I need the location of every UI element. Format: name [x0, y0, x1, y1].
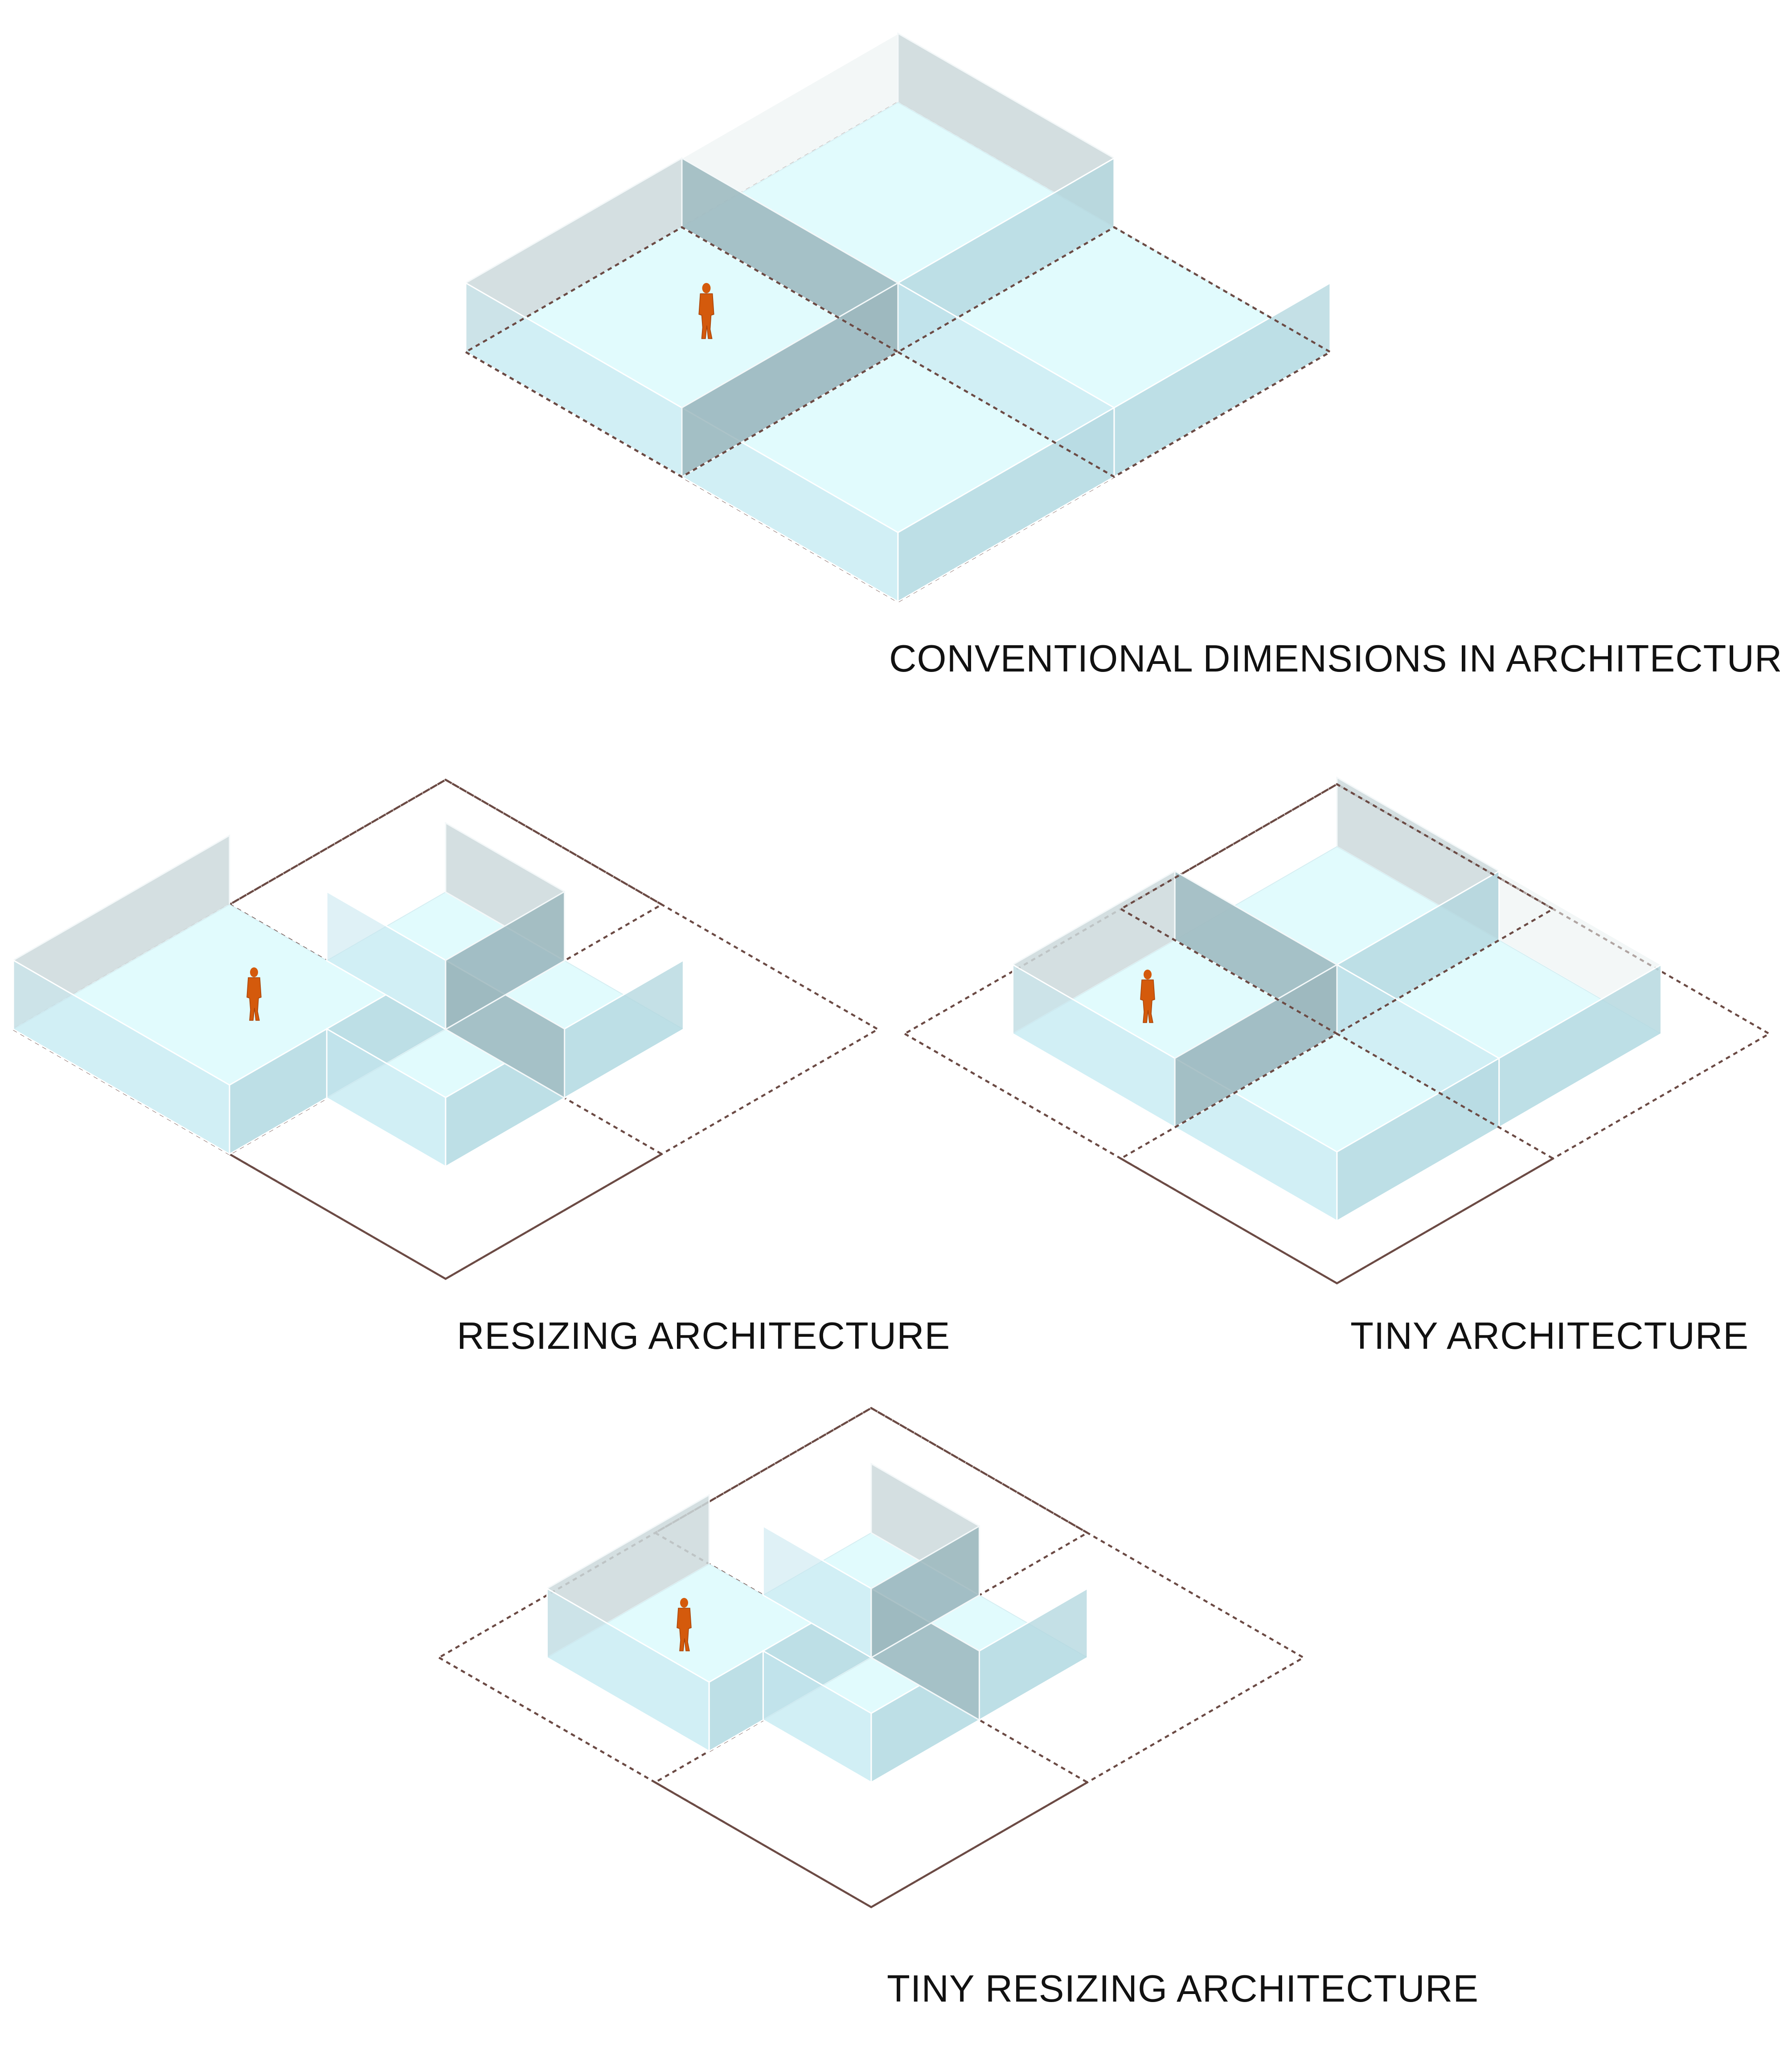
diagram-conventional-dimensions — [463, 32, 1333, 603]
dotted-room-outline — [463, 226, 900, 478]
room-front-face — [897, 406, 1115, 603]
figure-body — [698, 293, 714, 339]
figure-head — [702, 283, 711, 294]
human-figure-icon — [246, 967, 262, 1021]
figure-body — [1140, 979, 1155, 1023]
figure-head — [250, 967, 258, 977]
diagram-resizing-architecture — [11, 778, 880, 1280]
figure-head — [1144, 970, 1152, 979]
human-figure-icon — [1140, 970, 1155, 1023]
wall-panel — [1174, 963, 1338, 1129]
dotted-room-outline — [896, 226, 1333, 478]
dotted-room-outline — [1119, 783, 1555, 1035]
dotted-room-outline — [1119, 1032, 1555, 1285]
wall-panel — [445, 890, 566, 1031]
diagram-tiny-architecture — [902, 776, 1772, 1285]
figure-head — [680, 1598, 688, 1608]
human-figure-icon — [698, 283, 714, 339]
dotted-room-outline — [653, 1407, 1090, 1659]
human-figure-icon — [677, 1598, 692, 1651]
figure-body — [677, 1608, 692, 1651]
room-front-face — [1336, 1057, 1500, 1222]
figure-body — [246, 977, 262, 1021]
wall-panel — [870, 1525, 980, 1659]
dotted-room-outline — [227, 778, 664, 1031]
diagram-tiny-resizing-architecture — [437, 1407, 1306, 1908]
